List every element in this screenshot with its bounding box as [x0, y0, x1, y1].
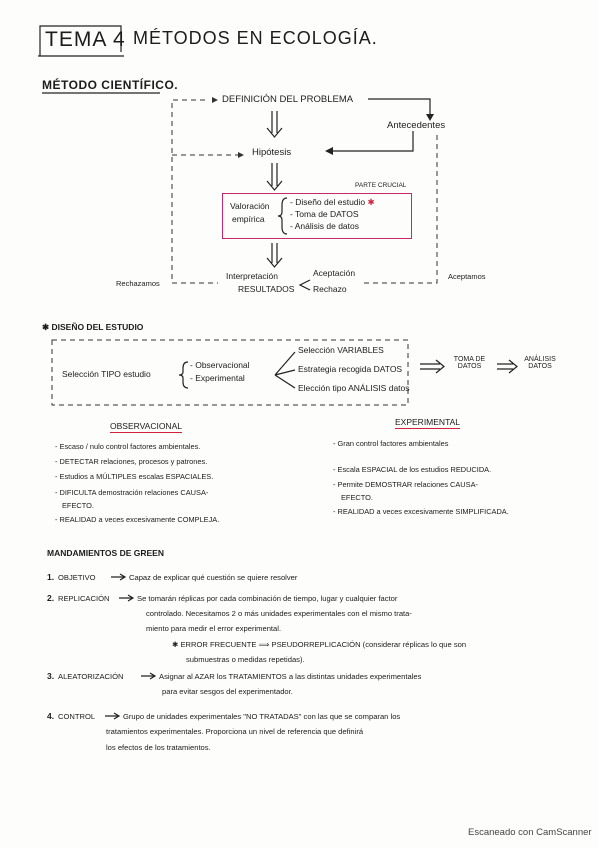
valoracion-label-1: Valoración — [230, 201, 270, 211]
green-item-label: CONTROL — [58, 712, 96, 721]
exp-item: - REALIDAD a veces excesivamente SIMPLIF… — [333, 507, 509, 516]
exp-item: - Escala ESPACIAL de los estudios REDUCI… — [333, 465, 492, 474]
tipo-item: - Experimental — [190, 373, 245, 383]
interpretacion-label: Interpretación — [226, 271, 278, 281]
rechazo-label: Rechazo — [313, 284, 347, 294]
green-item-label: REPLICACIÓN — [58, 594, 110, 603]
metodo-heading: MÉTODO CIENTÍFICO. — [42, 78, 179, 92]
green-line: tratamientos experimentales. Proporciona… — [106, 727, 364, 736]
obs-item: - Escaso / nulo control factores ambient… — [55, 442, 201, 451]
obs-item: - REALIDAD a veces excesivamente COMPLEJ… — [55, 515, 220, 524]
seleccion-tipo-label: Selección TIPO estudio — [62, 369, 151, 379]
obs-item: EFECTO. — [62, 501, 94, 510]
green-line: para evitar sesgos del experimentador. — [162, 687, 293, 696]
rechazamos-label: Rechazamos — [116, 279, 160, 288]
aceptacion-label: Aceptación — [313, 268, 356, 278]
green-line: Se tomarán réplicas por cada combinación… — [137, 594, 398, 603]
green-line: submuestras o medidas repetidas). — [186, 655, 305, 664]
valoracion-item: - Diseño del estudio ✱ — [290, 197, 375, 207]
green-heading: MANDAMIENTOS DE GREEN — [47, 548, 164, 558]
valoracion-item: - Toma de DATOS — [290, 209, 359, 219]
paso-item: Selección VARIABLES — [298, 345, 384, 355]
exp-item: - Permite DEMOSTRAR relaciones CAUSA- — [333, 480, 478, 489]
hipotesis-label: Hipótesis — [252, 147, 292, 158]
resultados-label: RESULTADOS — [238, 284, 295, 294]
exp-item: EFECTO. — [341, 493, 373, 502]
observacional-heading: OBSERVACIONAL — [110, 421, 182, 433]
aceptamos-label: Aceptamos — [448, 272, 486, 281]
page-title: MÉTODOS EN ECOLOGÍA. — [133, 28, 378, 48]
green-item-number: 1. — [47, 572, 55, 582]
tipo-item: - Observacional — [190, 360, 250, 370]
green-line: Asignar al AZAR los TRATAMIENTOS a las d… — [159, 672, 422, 681]
tema-label: TEMA 4 — [45, 28, 126, 51]
definicion-label: DEFINICIÓN DEL PROBLEMA — [222, 94, 354, 105]
green-item-number: 2. — [47, 593, 55, 603]
green-item-number: 3. — [47, 671, 55, 681]
green-line: ✱ ERROR FRECUENTE ⟹ PSEUDORREPLICACIÓN (… — [172, 640, 467, 649]
paso-item: Estrategia recogida DATOS — [298, 364, 403, 374]
experimental-heading: EXPERIMENTAL — [395, 417, 461, 429]
green-item-label: ALEATORIZACIÓN — [58, 672, 124, 681]
valoracion-box — [222, 193, 412, 239]
green-item-label: OBJETIVO — [58, 573, 96, 582]
scanner-watermark: Escaneado con CamScanner — [468, 827, 592, 838]
exp-item: - Gran control factores ambientales — [333, 439, 449, 448]
green-line: Grupo de unidades experimentales "NO TRA… — [123, 712, 401, 721]
green-line: miento para medir el error experimental. — [146, 624, 282, 633]
valoracion-item: - Análisis de datos — [290, 221, 359, 231]
valoracion-label-2: empírica — [232, 214, 265, 224]
diseno-heading: ✱ DISEÑO DEL ESTUDIO — [42, 322, 144, 332]
green-item-number: 4. — [47, 711, 55, 721]
parte-crucial-label: PARTE CRUCIAL — [355, 182, 407, 189]
antecedentes-label: Antecedentes — [387, 120, 446, 131]
toma-datos-label: TOMA DE DATOS — [453, 356, 486, 370]
green-line: controlado. Necesitamos 2 o más unidades… — [146, 609, 412, 618]
green-line: los efectos de los tratamientos. — [106, 743, 211, 752]
obs-item: - Estudios a MÚLTIPLES escalas ESPACIALE… — [55, 472, 214, 481]
obs-item: - DIFICULTA demostración relaciones CAUS… — [55, 488, 209, 497]
obs-item: - DETECTAR relaciones, procesos y patron… — [55, 457, 208, 466]
paso-item: Elección tipo ANÁLISIS datos — [298, 383, 410, 393]
analisis-datos-label: ANÁLISIS DATOS — [524, 356, 556, 370]
green-line: Capaz de explicar qué cuestión se quiere… — [129, 573, 298, 582]
